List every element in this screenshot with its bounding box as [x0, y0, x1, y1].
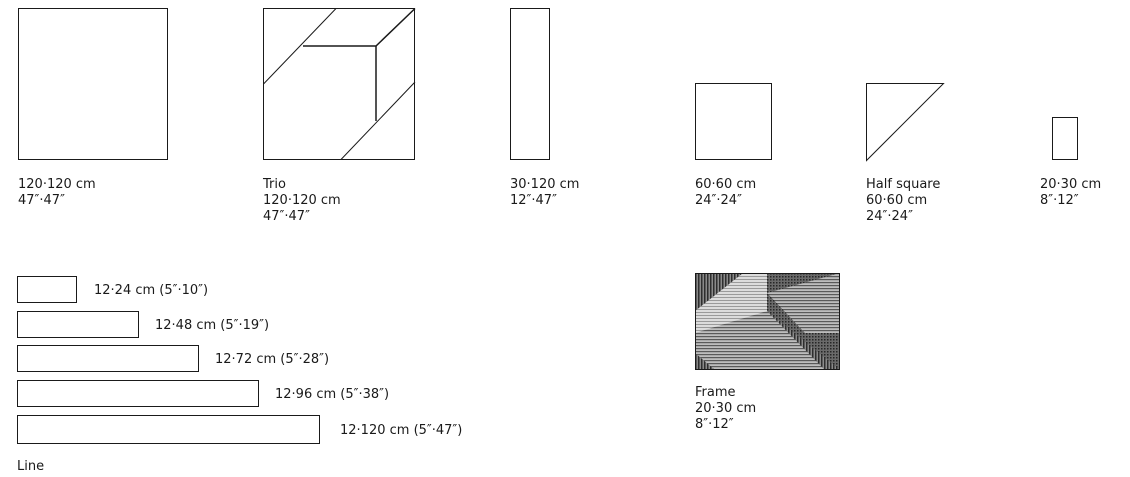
- caption-line: 30·120 cm: [510, 177, 580, 192]
- caption-line: Trio: [263, 177, 286, 192]
- caption-trio: Trio 120·120 cm 47″·47″: [263, 177, 341, 225]
- line-size-label: 12·96 cm (5″·38″): [275, 387, 390, 402]
- caption-line: 24″·24″: [866, 209, 913, 224]
- line-bar-96: [17, 380, 259, 407]
- line-bar-72: [17, 345, 199, 372]
- caption-line: 120·120 cm: [263, 193, 341, 208]
- caption-square-60: 60·60 cm 24″·24″: [695, 177, 756, 209]
- caption-line: Half square: [866, 177, 941, 192]
- caption-line: 60·60 cm: [695, 177, 757, 192]
- caption-line: 120·120 cm: [18, 177, 96, 192]
- line-size-label: 12·72 cm (5″·28″): [215, 352, 330, 367]
- caption-line: 20·30 cm: [1040, 177, 1102, 192]
- line-bar-24: [17, 276, 77, 303]
- frame-image: [695, 273, 840, 370]
- caption-line: 8″·12″: [695, 417, 734, 432]
- caption-line: 47″·47″: [263, 209, 310, 224]
- caption-frame: Frame 20·30 cm 8″·12″: [695, 385, 756, 433]
- caption-rect-30x120: 30·120 cm 12″·47″: [510, 177, 579, 209]
- line-bar-48: [17, 311, 139, 338]
- caption-square-120: 120·120 cm 47″·47″: [18, 177, 96, 209]
- rect-20x30-shape: [1052, 117, 1078, 160]
- caption-line: 8″·12″: [1040, 193, 1079, 208]
- caption-line: Frame: [695, 385, 736, 400]
- trio-shape: [263, 7, 416, 160]
- caption-line: 24″·24″: [695, 193, 742, 208]
- square-60-shape: [695, 83, 772, 160]
- caption-line: 12″·47″: [510, 193, 557, 208]
- caption-half-square: Half square 60·60 cm 24″·24″: [866, 177, 940, 225]
- line-size-label: 12·24 cm (5″·10″): [94, 283, 209, 298]
- caption-line: 47″·47″: [18, 193, 65, 208]
- line-size-label: 12·48 cm (5″·19″): [155, 318, 270, 333]
- rect-30x120-shape: [510, 8, 550, 160]
- line-bar-120: [17, 415, 320, 444]
- half-square-shape: [866, 83, 945, 162]
- line-label: Line: [17, 459, 45, 474]
- caption-line: 20·30 cm: [695, 401, 757, 416]
- caption-line: 60·60 cm: [866, 193, 928, 208]
- caption-rect-20x30: 20·30 cm 8″·12″: [1040, 177, 1101, 209]
- line-size-label: 12·120 cm (5″·47″): [340, 423, 463, 438]
- square-120-shape: [18, 8, 168, 160]
